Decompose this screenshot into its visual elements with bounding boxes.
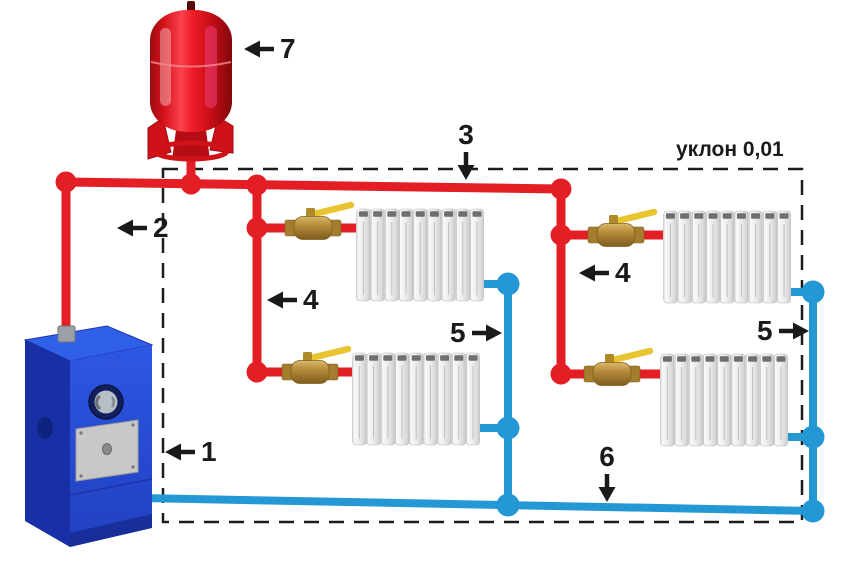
callout-number: 4 bbox=[303, 284, 319, 315]
callout-supply-main: 3 bbox=[456, 121, 476, 181]
slope-annotation: уклон 0,01 bbox=[676, 138, 784, 161]
callout-drop-pipe-right: 5 bbox=[757, 317, 810, 345]
valve-bottom-left bbox=[282, 349, 348, 384]
radiator-bottom-right bbox=[659, 353, 789, 447]
arrow-down-icon bbox=[457, 152, 475, 180]
callout-number: 4 bbox=[615, 257, 631, 288]
callout-feed-branch-left: 4 bbox=[266, 286, 319, 314]
valve-top-left bbox=[285, 205, 351, 240]
arrow-right-icon bbox=[778, 322, 809, 340]
radiator-bottom-left bbox=[351, 352, 481, 446]
radiator-top-right bbox=[662, 210, 792, 304]
arrow-left-icon bbox=[267, 291, 297, 309]
radiator-top-left bbox=[355, 208, 485, 302]
arrow-left-icon bbox=[244, 40, 274, 58]
callout-return-main: 6 bbox=[597, 443, 617, 503]
callout-number: 6 bbox=[599, 441, 615, 472]
callout-feed-branch-right: 4 bbox=[578, 259, 631, 287]
arrow-down-icon bbox=[598, 474, 616, 502]
expansion-tank bbox=[147, 1, 234, 162]
callout-return-to-boiler: 1 bbox=[164, 438, 217, 466]
callout-number: 1 bbox=[201, 436, 217, 467]
valve-bottom-right bbox=[584, 351, 650, 386]
callout-expansion-tank: 7 bbox=[243, 35, 296, 63]
callout-number: 5 bbox=[450, 317, 466, 348]
callout-number: 5 bbox=[757, 315, 773, 346]
callout-number: 7 bbox=[280, 33, 296, 64]
arrow-left-icon bbox=[579, 264, 609, 282]
dashed-boundary bbox=[161, 167, 804, 524]
return-pipe-joints bbox=[496, 272, 825, 523]
arrow-left-icon bbox=[165, 443, 195, 461]
callout-riser-pipe: 2 bbox=[116, 214, 169, 242]
callout-number: 2 bbox=[153, 212, 169, 243]
arrow-left-icon bbox=[117, 219, 147, 237]
valve-top-right bbox=[588, 212, 654, 247]
supply-pipe-joints bbox=[55, 171, 572, 385]
boiler bbox=[23, 325, 154, 547]
arrow-right-icon bbox=[471, 324, 502, 342]
callout-drop-pipe-left: 5 bbox=[450, 319, 503, 347]
callout-number: 3 bbox=[458, 119, 474, 150]
